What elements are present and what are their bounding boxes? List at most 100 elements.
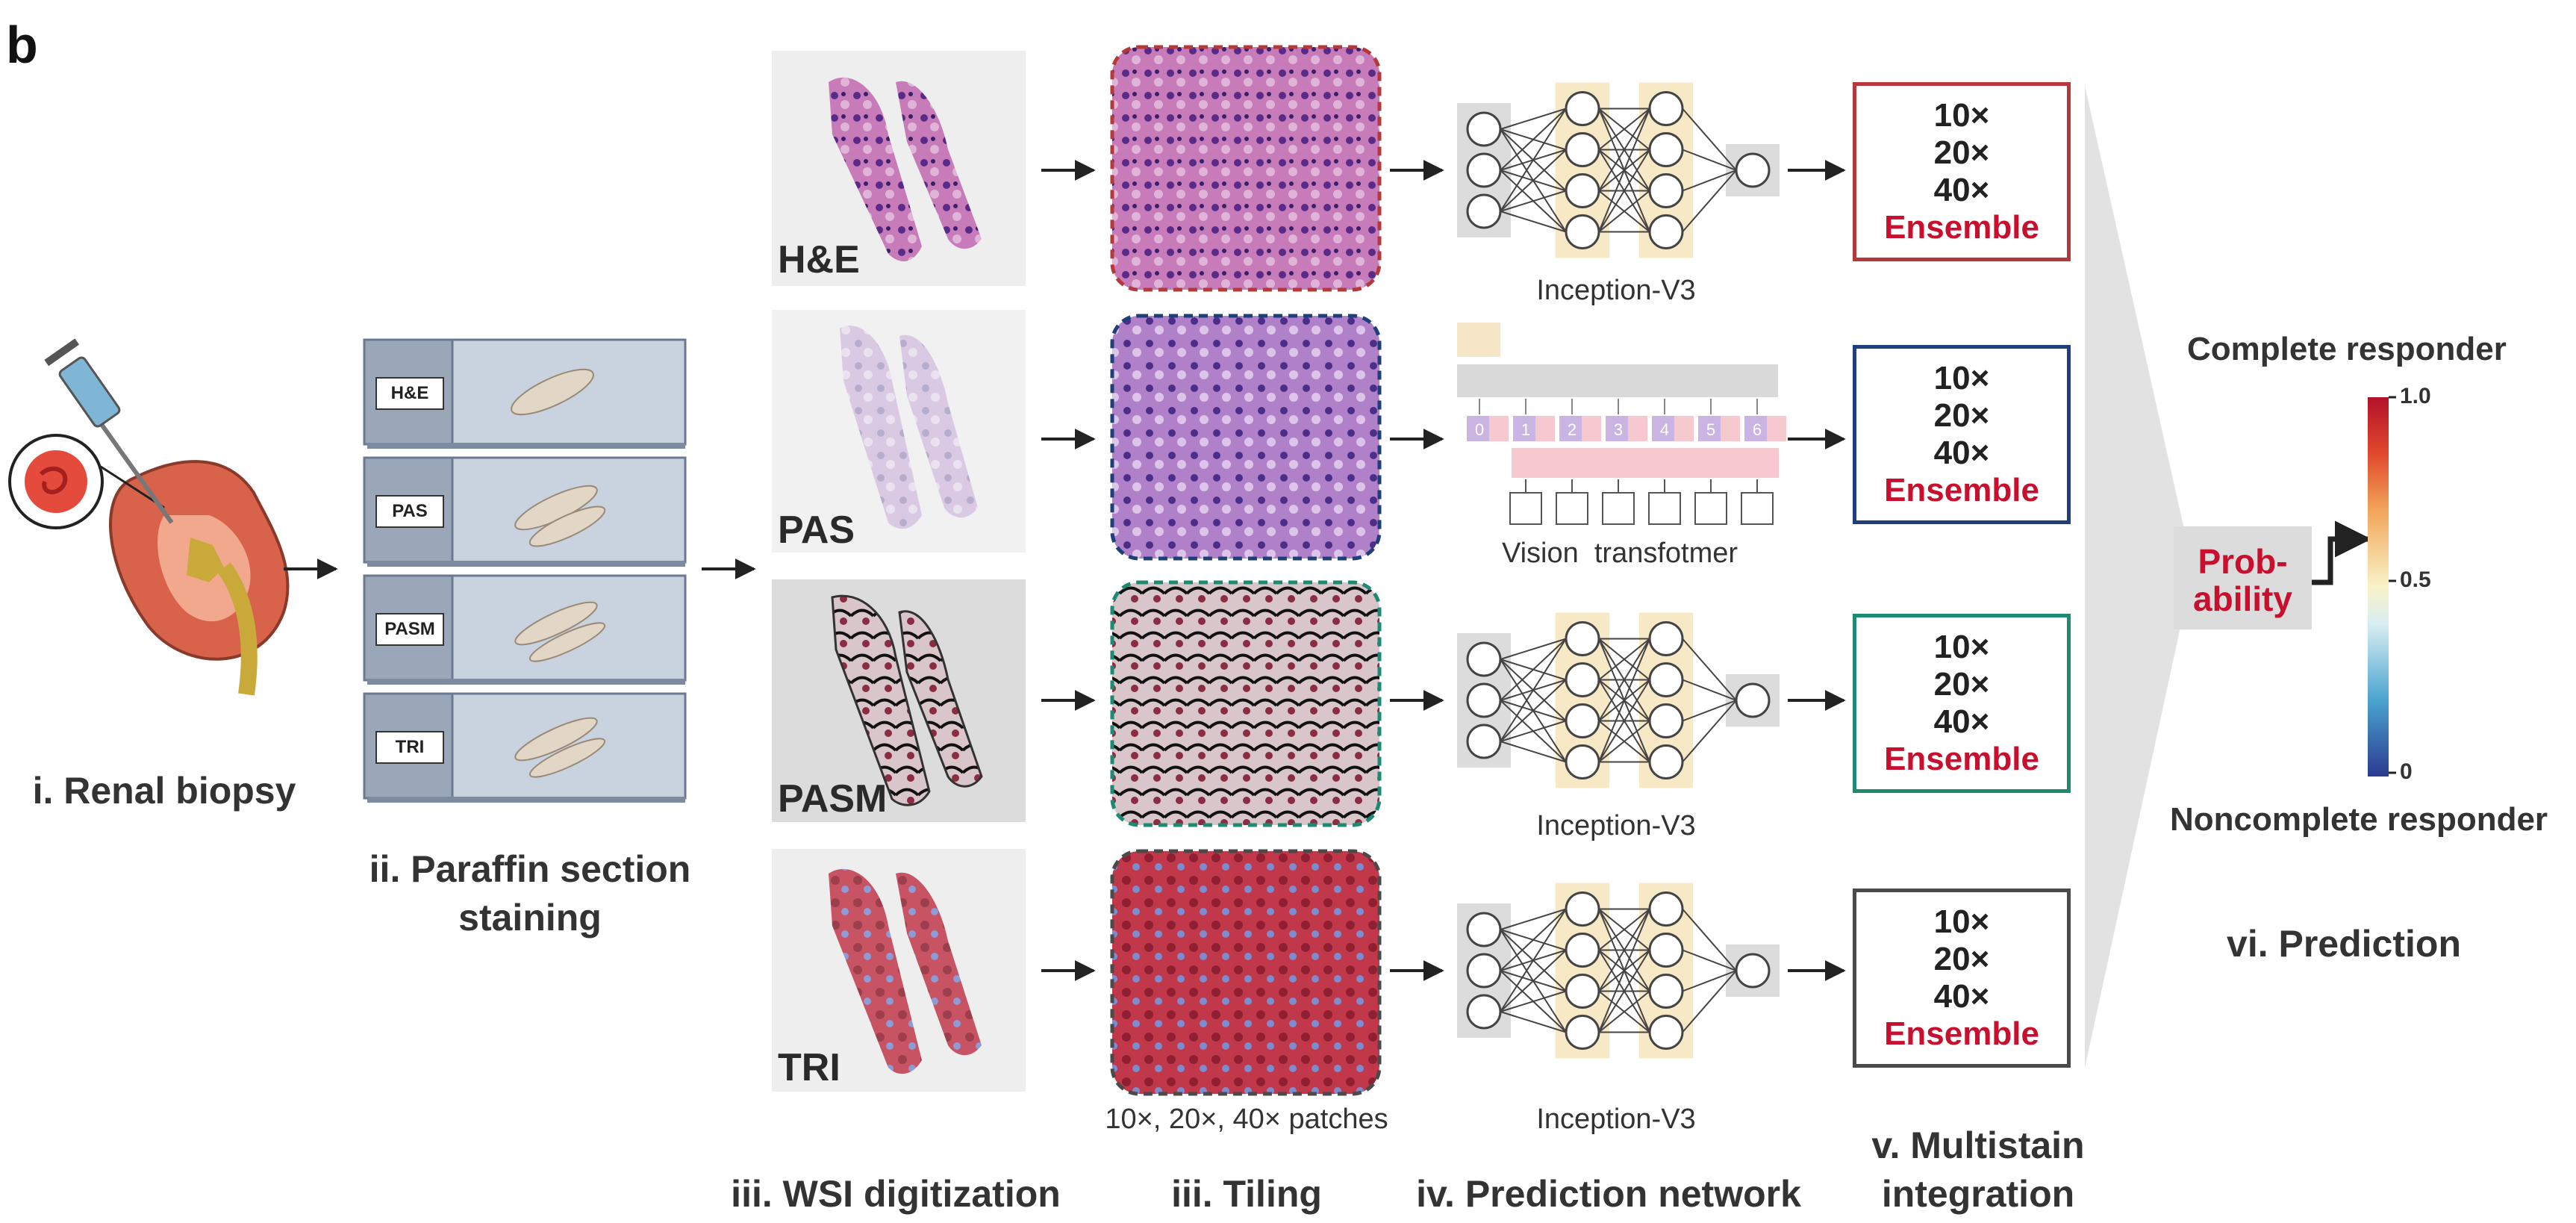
result-box-tri: 10× 20× 40× Ensemble xyxy=(1853,889,2071,1068)
step-multistain-line2: integration xyxy=(1881,1173,2075,1215)
network-node xyxy=(1565,703,1600,738)
network-node xyxy=(1648,974,1684,1009)
vit-token xyxy=(1606,416,1631,441)
network-caption-1: Inception-V3 xyxy=(1536,275,1696,306)
network-node xyxy=(1565,214,1600,249)
network-node xyxy=(1648,621,1684,656)
vit-token-label: 4 xyxy=(1660,420,1669,439)
vit-patch xyxy=(1741,492,1774,525)
network-node xyxy=(1466,912,1502,947)
colorbar-top-label: Complete responder xyxy=(2187,331,2507,367)
network-node xyxy=(1565,744,1600,779)
slide-label-pasm: PASM xyxy=(375,613,444,646)
result-line-10x: 10× xyxy=(1933,360,1990,396)
colorbar-tick-bottom: 0 xyxy=(2400,759,2413,784)
result-line-20x: 20× xyxy=(1933,941,1990,977)
result-line-40x: 40× xyxy=(1933,703,1990,740)
network-node xyxy=(1565,132,1600,167)
network-caption-3: Inception-V3 xyxy=(1536,810,1696,841)
network-node xyxy=(1466,953,1502,989)
network-node xyxy=(1565,1015,1600,1050)
network-node xyxy=(1466,994,1502,1030)
probability-line2: ability xyxy=(2193,579,2292,618)
wsi-label-pasm: PASM xyxy=(778,777,888,821)
network-node xyxy=(1565,91,1600,126)
step-paraffin-line1: ii. Paraffin section xyxy=(369,848,691,890)
wsi-thumbnails xyxy=(772,51,1026,1092)
kidney-illustration xyxy=(8,338,290,696)
step-renal-biopsy: i. Renal biopsy xyxy=(32,770,296,812)
slide-label-he: H&E xyxy=(375,377,444,410)
patches-caption: 10×, 20×, 40× patches xyxy=(1105,1104,1388,1135)
result-line-40x: 40× xyxy=(1933,172,1990,208)
vit-patch xyxy=(1648,492,1681,525)
vit-token-label: 5 xyxy=(1706,420,1715,439)
network-caption-2: Vision transfotmer xyxy=(1501,538,1738,569)
result-box-he: 10× 20× 40× Ensemble xyxy=(1853,82,2071,261)
result-line-10x: 10× xyxy=(1933,97,1990,134)
vit-token xyxy=(1652,416,1677,441)
result-ensemble: Ensemble xyxy=(1884,472,2039,508)
vit-token-label: 0 xyxy=(1475,420,1484,439)
probability-box xyxy=(2174,526,2312,629)
vit-token-label: 1 xyxy=(1521,420,1530,439)
slide-label-pas: PAS xyxy=(375,495,444,528)
network-node xyxy=(1648,214,1684,249)
step-wsi: iii. WSI digitization xyxy=(731,1173,1061,1215)
network-node xyxy=(1466,193,1502,229)
vit-token xyxy=(1467,416,1492,441)
network-node xyxy=(1648,1015,1684,1050)
colorbar-tick-mid: 0.5 xyxy=(2400,567,2431,592)
network-node xyxy=(1648,91,1684,126)
inception-v3-network xyxy=(1457,82,1780,258)
network-node xyxy=(1648,891,1684,927)
result-ensemble: Ensemble xyxy=(1884,209,2039,246)
panel-letter: b xyxy=(6,16,38,74)
vit-token-label: 3 xyxy=(1614,420,1623,439)
network-node xyxy=(1648,173,1684,208)
network-node xyxy=(1466,641,1502,677)
inception-v3-network xyxy=(1457,612,1780,788)
network-node xyxy=(1565,974,1600,1009)
network-node xyxy=(1565,933,1600,968)
network-node xyxy=(1466,111,1502,147)
result-line-40x: 40× xyxy=(1933,435,1990,471)
wsi-label-pas: PAS xyxy=(778,508,855,552)
network-node xyxy=(1466,152,1502,188)
network-node xyxy=(1466,682,1502,718)
vit-token-label: 2 xyxy=(1568,420,1577,439)
slide-pas xyxy=(363,456,687,567)
network-node xyxy=(1565,173,1600,208)
network-node xyxy=(1648,132,1684,167)
result-ensemble: Ensemble xyxy=(1884,1015,2039,1052)
vit-patch xyxy=(1556,492,1588,525)
tile-tri xyxy=(1110,849,1382,1096)
network-node xyxy=(1735,152,1771,188)
result-line-20x: 20× xyxy=(1933,134,1990,171)
wsi-label-tri: TRI xyxy=(778,1046,841,1089)
result-box-pas: 10× 20× 40× Ensemble xyxy=(1853,345,2071,524)
step-tiling: iii. Tiling xyxy=(1171,1173,1322,1215)
vision-transformer: 0 1 2 3 4 5 6 xyxy=(1457,323,1786,525)
network-node xyxy=(1648,662,1684,697)
network-node xyxy=(1565,891,1600,927)
step-prediction: vi. Prediction xyxy=(2227,923,2461,965)
colorbar-bottom-label: Noncomplete responder xyxy=(2169,801,2548,838)
result-line-40x: 40× xyxy=(1933,978,1990,1015)
result-ensemble: Ensemble xyxy=(1884,741,2039,777)
result-line-20x: 20× xyxy=(1933,666,1990,703)
tile-pas xyxy=(1110,314,1382,561)
slide-label-tri: TRI xyxy=(375,731,444,764)
vit-token-label: 6 xyxy=(1753,420,1762,439)
result-box-pasm: 10× 20× 40× Ensemble xyxy=(1853,614,2071,793)
result-line-20x: 20× xyxy=(1933,397,1990,434)
vit-patch xyxy=(1602,492,1635,525)
network-node xyxy=(1565,662,1600,697)
network-node xyxy=(1565,621,1600,656)
colorbar-tick-top: 1.0 xyxy=(2400,384,2431,408)
inception-v3-network xyxy=(1457,883,1780,1059)
step-multistain-line1: v. Multistain xyxy=(1871,1124,2085,1166)
network-node xyxy=(1466,723,1502,759)
network-node xyxy=(1648,703,1684,738)
neural-networks xyxy=(1457,82,1780,1059)
